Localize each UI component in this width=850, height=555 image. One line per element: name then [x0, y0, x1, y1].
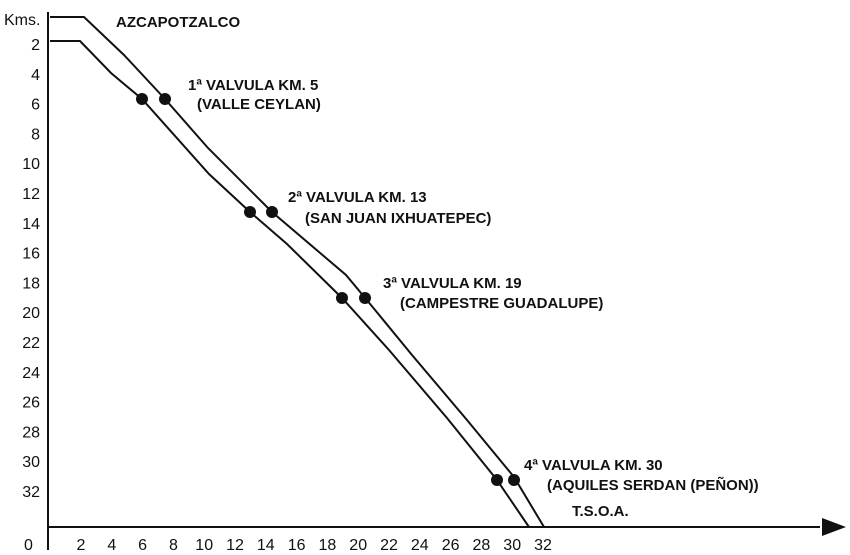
y-tick-label: 4: [31, 67, 40, 84]
valve-3-place: (CAMPESTRE GUADALUPE): [400, 295, 603, 312]
valve-2-label: 2ª VALVULA KM. 13: [288, 189, 427, 206]
valve-3-marker-a: [336, 292, 348, 304]
valve-1-label: 1ª VALVULA KM. 5: [188, 77, 318, 94]
valve-1-marker-b: [159, 93, 171, 105]
valve-4-marker-a: [491, 474, 503, 486]
y-tick-label: 16: [22, 246, 40, 263]
y-tick-label: 6: [31, 97, 40, 114]
x-tick-label: 32: [534, 537, 552, 554]
y-tick-label: 2: [31, 37, 40, 54]
x-tick-label: 24: [411, 537, 429, 554]
valve-4-marker-b: [508, 474, 520, 486]
x-tick-label: 30: [503, 537, 521, 554]
origin-label: 0: [24, 537, 33, 554]
valve-1-place: (VALLE CEYLAN): [197, 96, 321, 113]
x-tick-label: 20: [349, 537, 367, 554]
x-tick-label: 12: [226, 537, 244, 554]
y-tick-label: 26: [22, 395, 40, 412]
valve-2-marker-a: [244, 206, 256, 218]
x-tick-label: 4: [107, 537, 116, 554]
x-tick-label: 8: [169, 537, 178, 554]
y-tick-label: 14: [22, 216, 40, 233]
y-tick-label: 30: [22, 454, 40, 471]
y-tick-label: 28: [22, 424, 40, 441]
valve-3-marker-b: [359, 292, 371, 304]
y-tick-label: 18: [22, 275, 40, 292]
valve-4-label: 4ª VALVULA KM. 30: [524, 457, 663, 474]
x-tick-label: 22: [380, 537, 398, 554]
x-tick-label: 14: [257, 537, 275, 554]
y-tick-label: 8: [31, 126, 40, 143]
valve-4-place: (AQUILES SERDAN (PEÑON)): [547, 476, 759, 494]
end-label: T.S.O.A.: [572, 503, 629, 520]
x-tick-label: 10: [195, 537, 213, 554]
x-tick-label: 26: [442, 537, 460, 554]
valve-2-marker-b: [266, 206, 278, 218]
valve-3-label: 3ª VALVULA KM. 19: [383, 275, 522, 292]
start-label: AZCAPOTZALCO: [116, 14, 240, 31]
y-tick-label: 10: [22, 156, 40, 173]
y-tick-label: 24: [22, 365, 40, 382]
pipeline-lower: [50, 40, 530, 528]
x-tick-label: 2: [77, 537, 86, 554]
pipeline-upper: [50, 16, 545, 528]
x-tick-label: 18: [319, 537, 337, 554]
x-tick-label: 16: [288, 537, 306, 554]
y-tick-label: 32: [22, 484, 40, 501]
x-tick-label: 6: [138, 537, 147, 554]
valve-1-marker-a: [136, 93, 148, 105]
x-axis-arrow-icon: [822, 518, 846, 536]
units-label: Kms.: [4, 12, 40, 29]
valve-2-place: (SAN JUAN IXHUATEPEC): [305, 210, 491, 227]
y-tick-label: 20: [22, 305, 40, 322]
y-tick-label: 12: [22, 186, 40, 203]
x-tick-label: 28: [473, 537, 491, 554]
y-tick-label: 22: [22, 335, 40, 352]
